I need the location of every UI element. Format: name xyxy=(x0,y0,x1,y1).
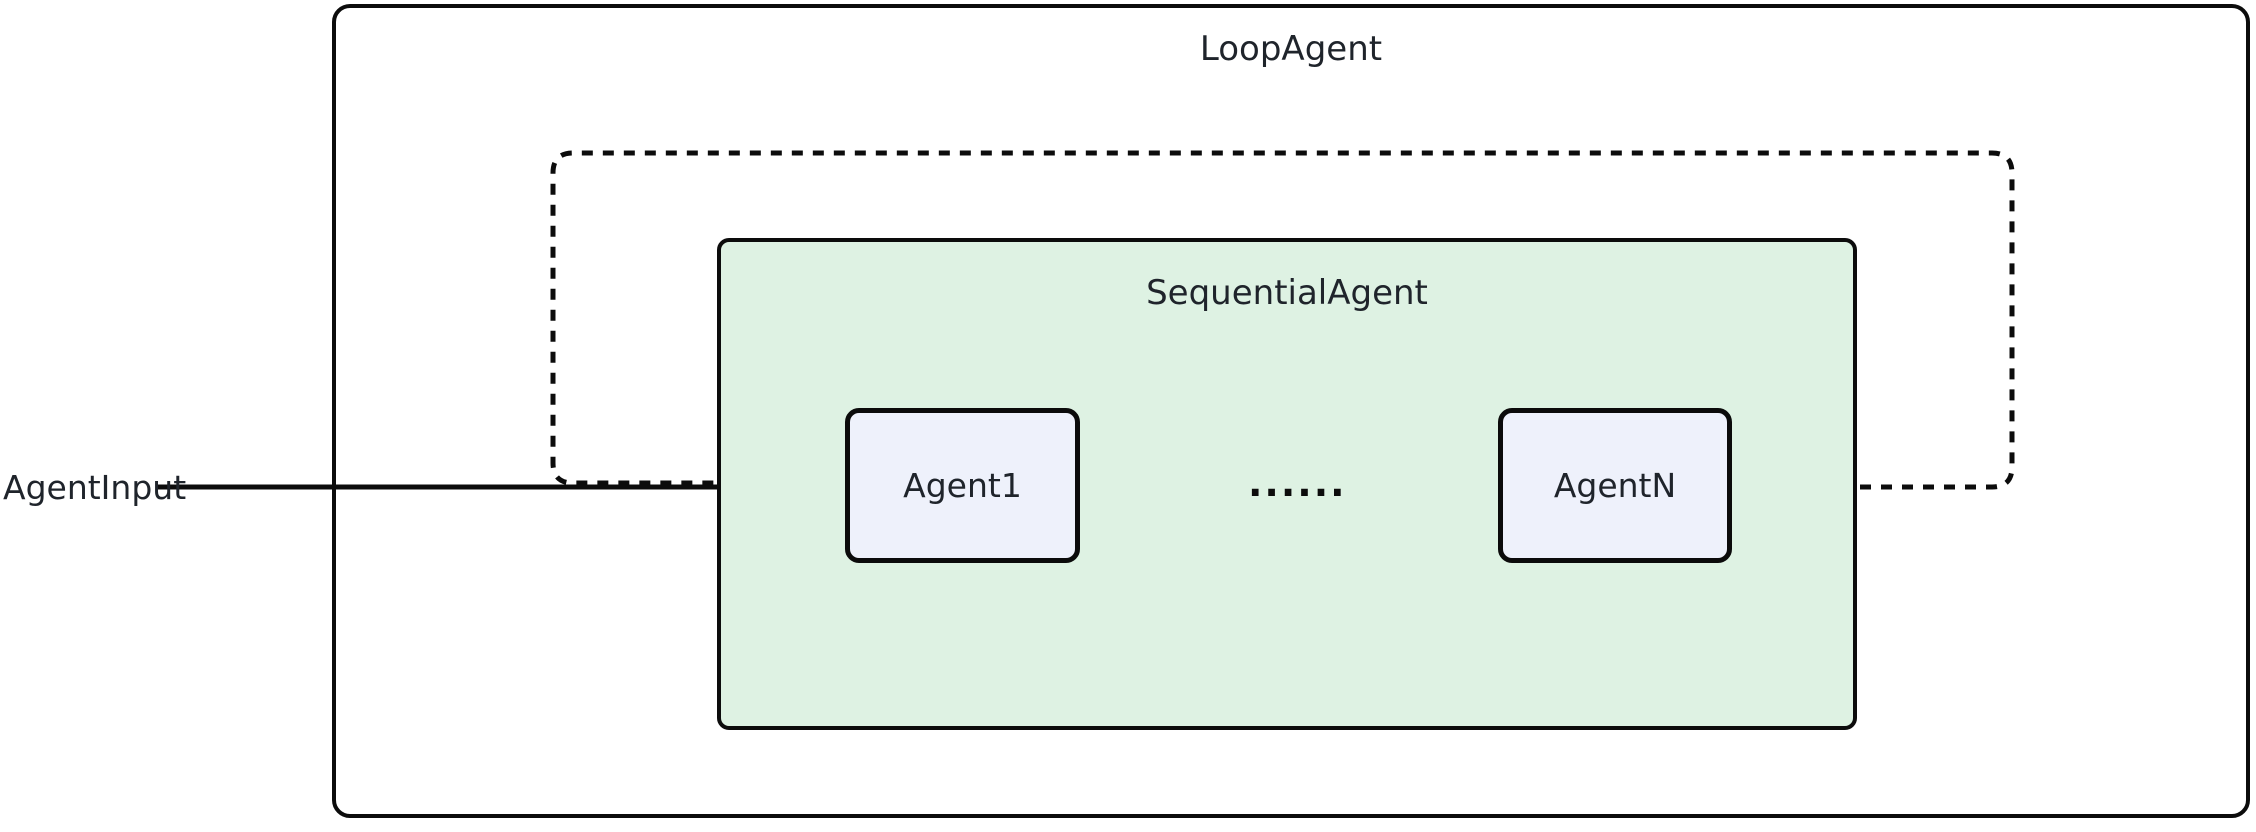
node-agent1: Agent1 xyxy=(845,408,1080,563)
ellipsis-label: ...... xyxy=(1248,461,1347,505)
node-agentn: AgentN xyxy=(1498,408,1732,563)
loopagent-label: LoopAgent xyxy=(1199,29,1383,69)
sequentialagent-label: SequentialAgent xyxy=(1146,273,1428,313)
loopagent-group xyxy=(332,4,2250,818)
agentinput-label: AgentInput xyxy=(3,467,187,507)
node-agent1-label: Agent1 xyxy=(903,466,1022,505)
edge-loopback-dashed xyxy=(550,150,2015,490)
node-agentn-label: AgentN xyxy=(1553,466,1677,505)
